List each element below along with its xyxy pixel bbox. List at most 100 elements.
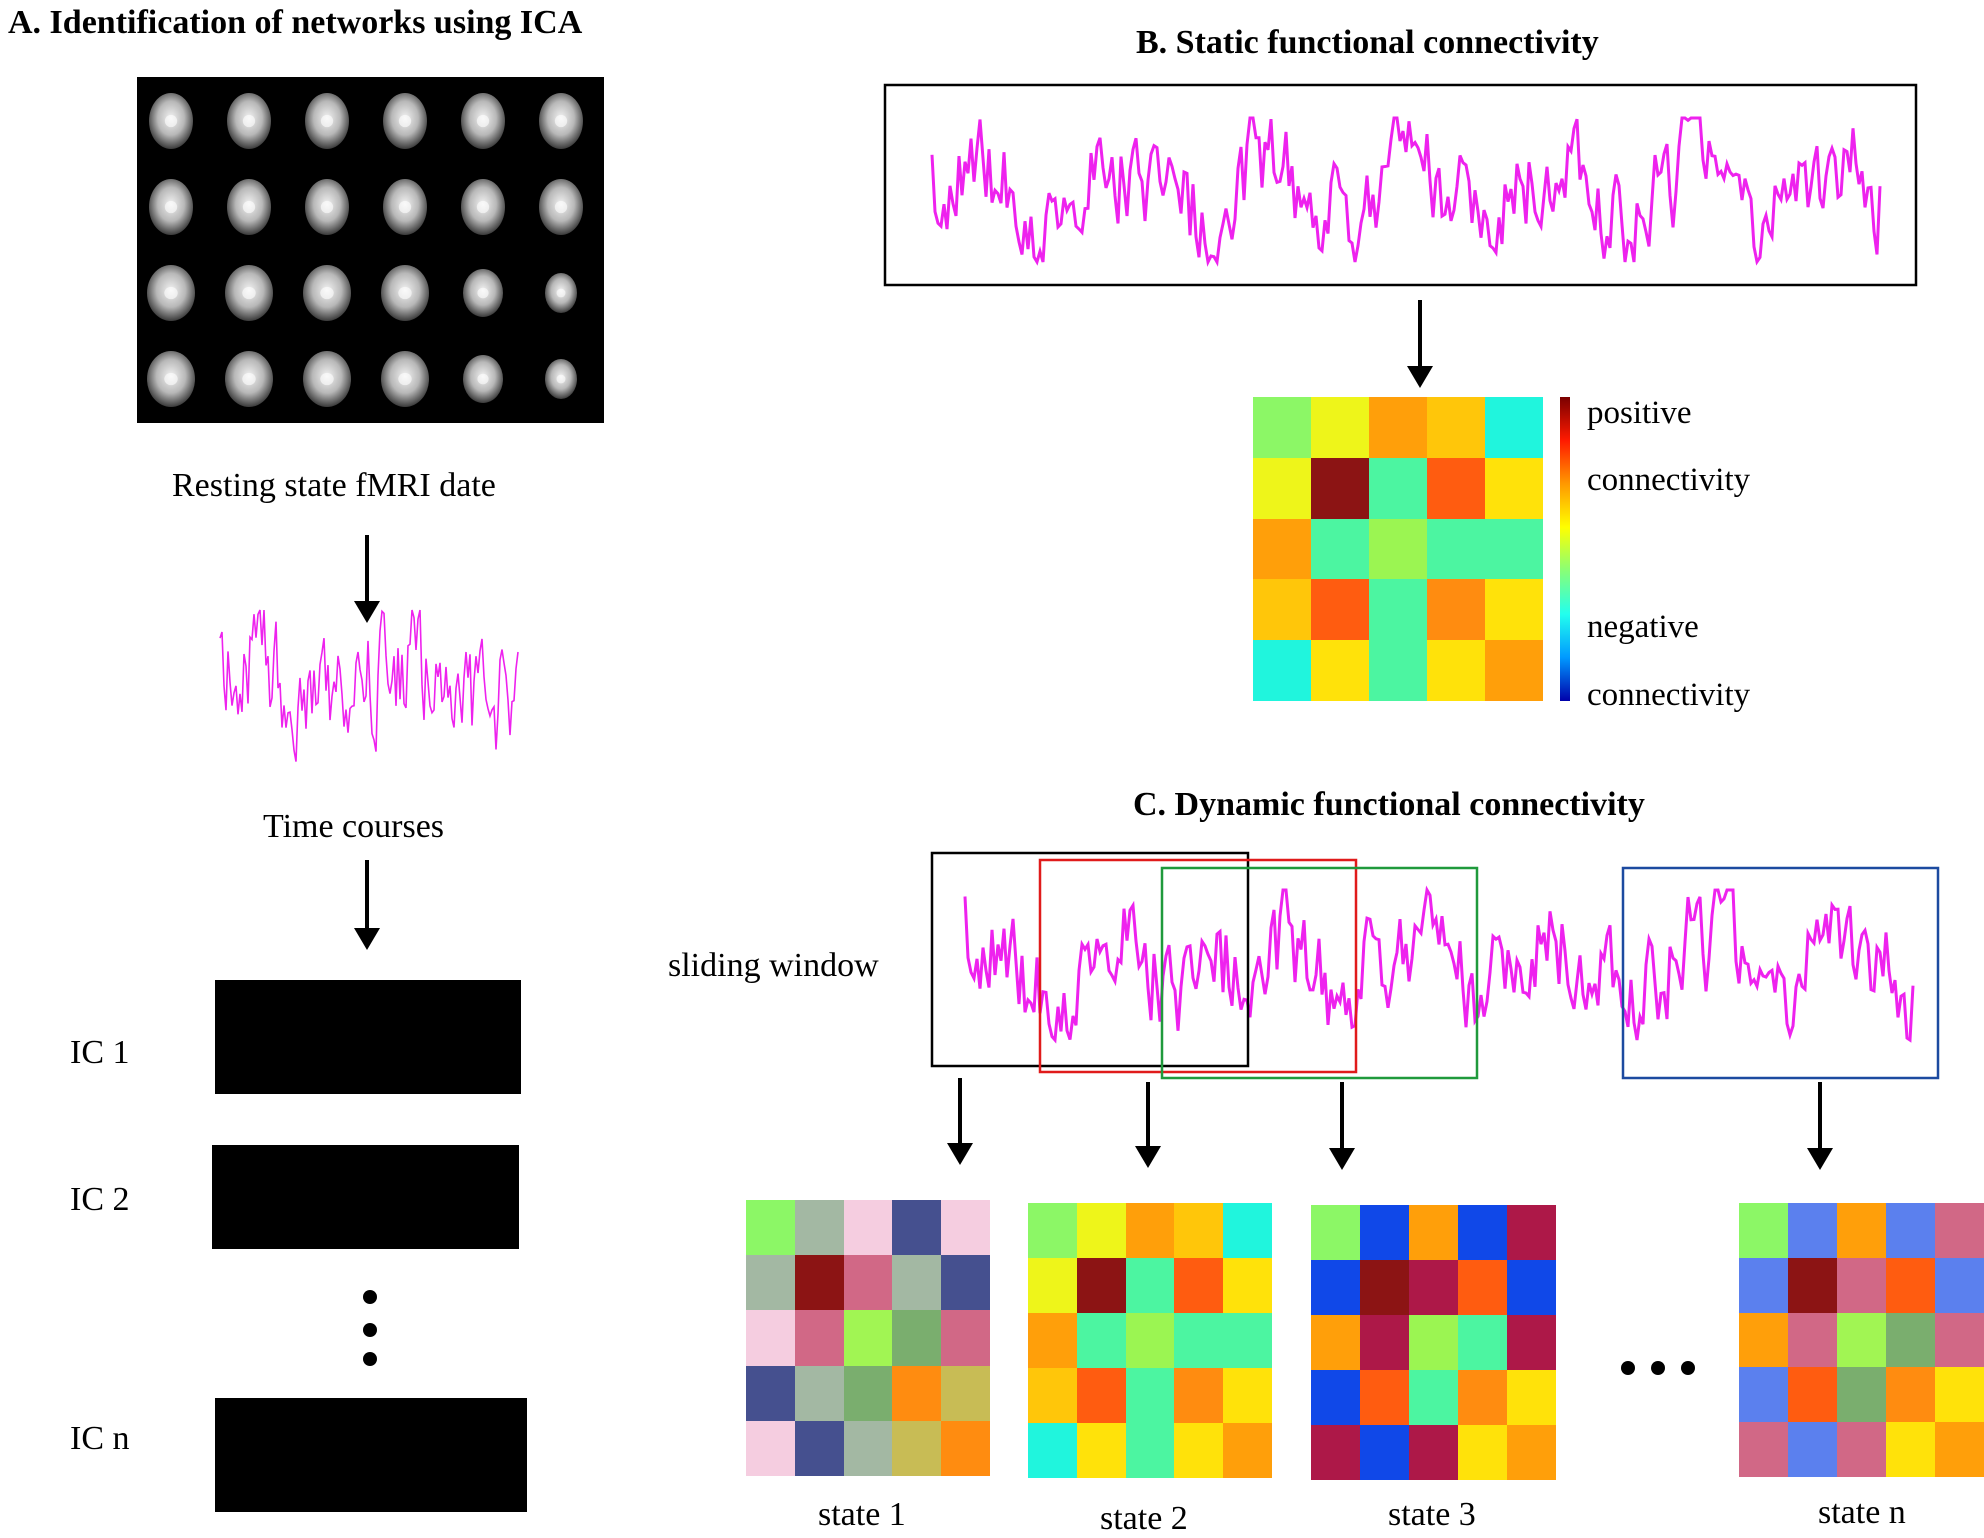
state-2-matrix-cell [1076,1203,1126,1258]
static-matrix-cell [1427,579,1485,641]
ic1-brain-map [215,980,521,1094]
state-4-matrix-cell [1837,1312,1886,1368]
state-4-matrix-cell [1837,1203,1886,1258]
state-3-matrix-cell [1409,1315,1458,1370]
state-1-matrix-cell [794,1420,844,1476]
state-1-label: state 1 [818,1496,906,1533]
state-3-matrix-cell [1311,1315,1360,1370]
icn-label: IC n [70,1420,130,1457]
state-2-matrix-cell [1223,1258,1272,1313]
panel-a-title: A. Identification of networks using ICA [8,4,583,41]
arrow-window-3-head [1329,1148,1355,1170]
static-matrix-cell [1311,640,1369,701]
time-course-signal [219,609,519,762]
ventricle [242,114,256,128]
fmri-slices-graphic [147,93,583,407]
state-3-matrix-cell [1311,1425,1360,1480]
ic2-brain-map [212,1145,519,1249]
static-matrix-cell [1427,518,1485,580]
arrow-window-n-head [1807,1148,1833,1170]
state-1-matrix-cell [794,1255,844,1311]
state-2-matrix-cell [1125,1423,1175,1478]
state-1-matrix-cell [892,1255,942,1311]
ventricle [477,373,489,385]
state-4-matrix-cell [1837,1367,1886,1423]
sliding-window-1 [930,851,1250,1068]
static-matrix-cell [1485,579,1543,641]
static-matrix-cell [1253,579,1311,641]
state-4-matrix-cell [1739,1312,1788,1368]
state-4-matrix-cell [1837,1422,1886,1477]
static-matrix-cell [1485,518,1543,580]
ventricle [320,372,334,386]
ventricle [320,200,334,214]
state-4-matrix-cell [1739,1257,1788,1313]
horizontal-ellipsis-dot [1681,1361,1695,1375]
horizontal-ellipsis-dot [1621,1361,1635,1375]
ventricle [476,114,490,128]
state-1-matrix-cell [746,1200,795,1256]
state-4-matrix-cell [1788,1257,1837,1313]
state-3-matrix-cell [1409,1425,1458,1480]
state-3-matrix-cell [1507,1205,1556,1260]
colorbar-label-positive: positive [1587,395,1692,431]
state-4-matrix-cell [1935,1312,1984,1368]
state-1-matrix-cell [892,1365,942,1421]
static-matrix-cell [1485,640,1543,701]
static-matrix-cell [1485,397,1543,458]
static-matrix-cell [1253,640,1311,701]
static-matrix-cell [1427,640,1485,701]
state-1-matrix-cell [892,1310,942,1366]
state-4-matrix-cell [1739,1367,1788,1423]
static-matrix-cell [1311,579,1369,641]
state-2-matrix-cell [1028,1203,1077,1258]
static-matrix-cell [1311,457,1369,519]
static-matrix-cell [1427,457,1485,519]
state-2-matrix-cell [1076,1258,1126,1313]
arrow-timecourse-to-ic-head [354,928,380,950]
state-4-matrix-cell [1935,1367,1984,1423]
state-4-matrix-cell [1788,1422,1837,1477]
static-matrix-cell [1427,397,1485,458]
state-3-matrix-cell [1311,1260,1360,1315]
state-1-matrix-cell [843,1255,893,1311]
ventricle [398,200,412,214]
ventricle [164,372,178,386]
static-matrix-cell [1253,397,1311,458]
state-1-matrix-cell [941,1255,990,1311]
fmri-caption: Resting state fMRI date [172,467,496,504]
state-2-matrix-cell [1174,1203,1224,1258]
colorbar [1560,397,1570,701]
static-matrix-cell [1369,640,1427,701]
state-1-matrix-cell [794,1310,844,1366]
timecourse-caption: Time courses [263,808,445,845]
state-2-matrix-cell [1174,1313,1224,1368]
ventricle [320,114,334,128]
ventricle [320,286,334,300]
arrow-static-to-matrix-head [1407,366,1433,388]
state-3-matrix-cell [1409,1260,1458,1315]
state-1-matrix-cell [892,1200,942,1256]
state-1-matrix-cell [941,1310,990,1366]
horizontal-ellipsis-dot [1651,1361,1665,1375]
state-n-matrix [1739,1203,1984,1477]
state-3-matrix-cell [1311,1205,1360,1260]
state-2-matrix-cell [1125,1313,1175,1368]
state-1-matrix [746,1200,990,1476]
state-3-matrix-cell [1458,1205,1507,1260]
state-1-matrix-cell [843,1365,893,1421]
static-matrix-cell [1369,397,1427,458]
state-n-label: state n [1818,1494,1906,1531]
ventricle [242,200,256,214]
state-2-matrix-cell [1028,1313,1077,1368]
state-3-matrix-cell [1507,1425,1556,1480]
vertical-ellipsis-dot [363,1352,377,1366]
static-matrix-cell [1369,518,1427,580]
static-signal-box [883,83,1918,287]
state-1-matrix-cell [843,1200,893,1256]
state-4-matrix-cell [1739,1422,1788,1477]
panel-b-title: B. Static functional connectivity [1136,24,1599,61]
static-matrix-cell [1369,457,1427,519]
state-4-matrix-cell [1886,1422,1935,1477]
